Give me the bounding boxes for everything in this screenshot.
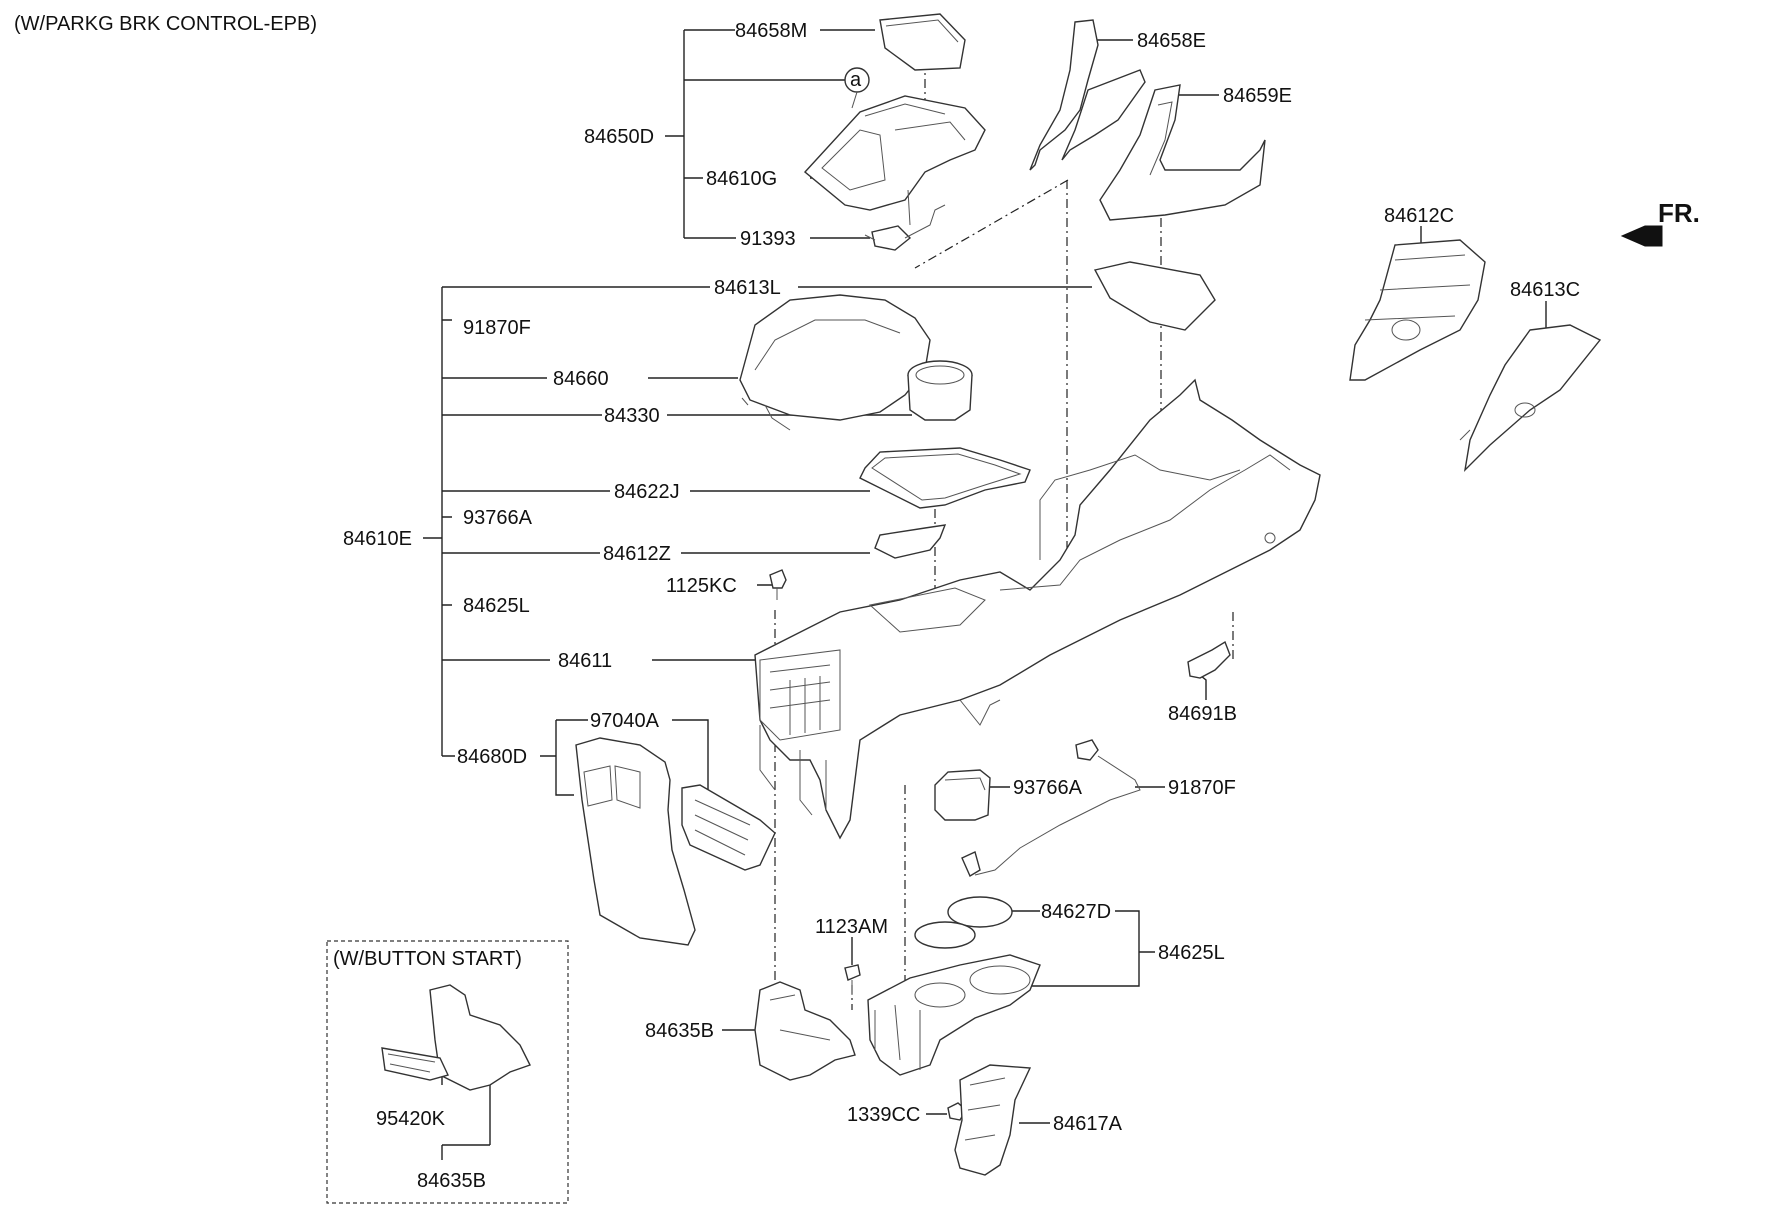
label-84613L: 84613L	[714, 277, 781, 299]
label-84625L-right: 84625L	[1158, 942, 1225, 964]
label-84610E: 84610E	[343, 528, 412, 550]
side-trim-84658E	[1029, 19, 1146, 171]
label-84612C: 84612C	[1384, 205, 1454, 227]
side-trim-84659E	[1099, 84, 1266, 221]
switch-93766A	[934, 769, 991, 821]
label-91393: 91393	[740, 228, 796, 250]
harness-91393	[864, 189, 946, 251]
side-panel-84613C	[1459, 324, 1602, 473]
label-84650D: 84650D	[584, 126, 654, 148]
label-84613C: 84613C	[1510, 279, 1580, 301]
armrest-84660	[739, 294, 931, 431]
label-1339CC: 1339CC	[847, 1104, 920, 1126]
label-84635B-inset: 84635B	[417, 1170, 486, 1192]
diagram-title: (W/PARKG BRK CONTROL-EPB)	[14, 13, 317, 35]
part-labels: 84658M 84650D 84610G 91393 84658E 84659E…	[343, 20, 1580, 1192]
label-84658M: 84658M	[735, 20, 807, 42]
front-direction-arrow: FR.	[1620, 198, 1700, 247]
bracket-84691B	[1187, 640, 1231, 679]
label-84330: 84330	[604, 405, 660, 427]
callout-a-marker: a	[844, 67, 870, 109]
label-84660: 84660	[553, 368, 609, 390]
label-93766A-right: 93766A	[1013, 777, 1083, 799]
mat-84617A	[954, 1064, 1032, 1176]
label-95420K: 95420K	[376, 1108, 446, 1130]
callout-a-label: a	[850, 69, 862, 91]
label-93766A-left: 93766A	[463, 507, 533, 529]
label-1125KC: 1125KC	[666, 575, 737, 597]
console-body-84611	[754, 378, 1321, 840]
screw-1125KC	[769, 569, 787, 600]
label-84622J: 84622J	[614, 481, 680, 503]
button-start-inset: (W/BUTTON START)	[326, 940, 569, 1204]
vent-97040A	[681, 784, 776, 871]
mat-84622J	[859, 447, 1031, 509]
label-84658E: 84658E	[1137, 30, 1206, 52]
label-84659E: 84659E	[1223, 85, 1292, 107]
inset-title: (W/BUTTON START)	[333, 948, 522, 970]
label-84611: 84611	[558, 650, 612, 672]
label-84610G: 84610G	[706, 168, 777, 190]
rear-panel-84680D	[575, 737, 696, 946]
label-84635B-main: 84635B	[645, 1020, 714, 1042]
front-direction-label: FR.	[1658, 198, 1700, 228]
label-84627D: 84627D	[1041, 901, 1111, 923]
panel-84613L	[1093, 261, 1216, 331]
cup-holder-84625L	[867, 954, 1041, 1076]
label-91870F-left: 91870F	[463, 317, 531, 339]
shifter-bezel-84610G	[803, 95, 986, 211]
label-84691B: 84691B	[1168, 703, 1237, 725]
label-1123AM: 1123AM	[815, 916, 888, 938]
label-84617A: 84617A	[1053, 1113, 1123, 1135]
cup-84330	[907, 360, 973, 421]
side-panel-84612C	[1349, 239, 1486, 381]
cover-plate-84658M	[879, 13, 966, 71]
label-84625L-left: 84625L	[463, 595, 530, 617]
label-97040A: 97040A	[590, 710, 660, 732]
rings-84627D	[914, 896, 1013, 949]
bracket-84635B-main	[754, 981, 856, 1081]
screw-1123AM	[844, 964, 861, 995]
label-84680D: 84680D	[457, 746, 527, 768]
label-84612Z: 84612Z	[603, 543, 671, 565]
label-91870F-right: 91870F	[1168, 777, 1236, 799]
plate-84612Z	[874, 524, 947, 559]
harness-91870F	[961, 739, 1141, 878]
